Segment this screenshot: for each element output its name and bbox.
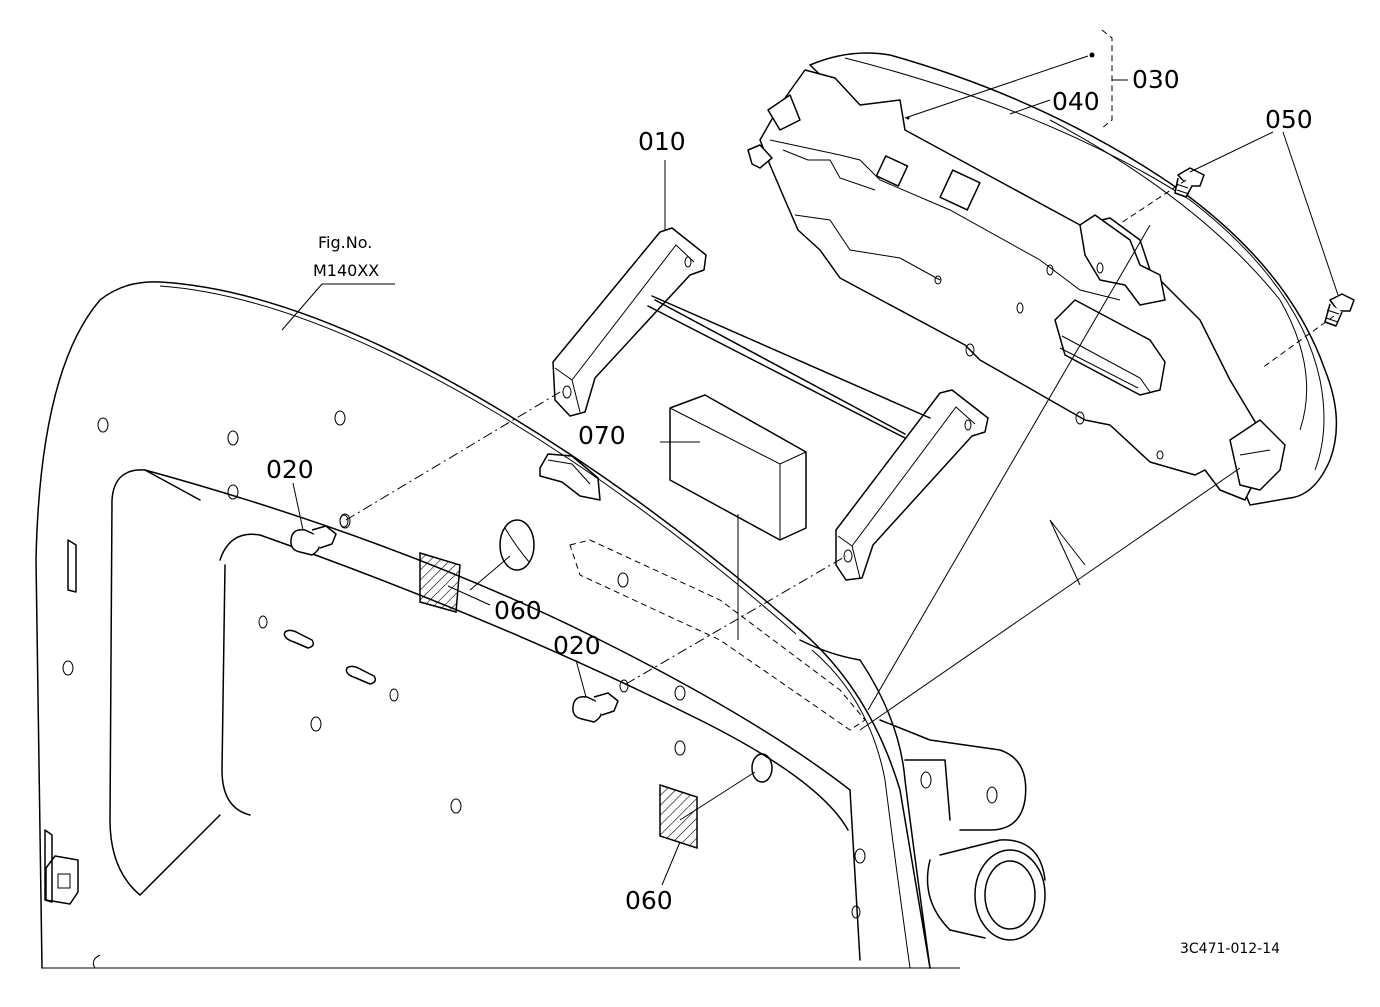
label-060-upper: 060 xyxy=(494,596,542,625)
label-020-upper: 020 xyxy=(266,455,314,484)
pad-060-lower xyxy=(659,783,698,850)
meter-assembly xyxy=(747,52,1338,506)
pad-060-upper xyxy=(419,551,461,613)
label-040: 040 xyxy=(1052,87,1100,116)
leader-lines xyxy=(345,179,1335,731)
dashboard-panel xyxy=(35,281,1046,969)
label-030: 030 xyxy=(1132,65,1180,94)
bracket-010 xyxy=(552,227,989,581)
fig-no-value: M140XX xyxy=(313,261,379,280)
screw-050-lower xyxy=(1324,293,1355,327)
screw-020-lower xyxy=(572,679,629,723)
label-leaders xyxy=(281,29,1339,886)
screw-050-upper xyxy=(1174,167,1205,198)
labels: 010 020 020 030 040 050 060 060 070 Fig.… xyxy=(266,65,1313,957)
drawing-code: 3C471-012-14 xyxy=(1180,941,1280,957)
label-020-lower: 020 xyxy=(553,631,601,660)
block-070 xyxy=(669,394,807,541)
screw-020-upper xyxy=(290,514,349,556)
steering-column-boss xyxy=(879,719,1046,941)
label-010: 010 xyxy=(638,127,686,156)
fig-no-label: Fig.No. xyxy=(318,233,372,252)
label-070: 070 xyxy=(578,421,626,450)
label-060-lower: 060 xyxy=(625,886,673,915)
label-050: 050 xyxy=(1265,105,1313,134)
